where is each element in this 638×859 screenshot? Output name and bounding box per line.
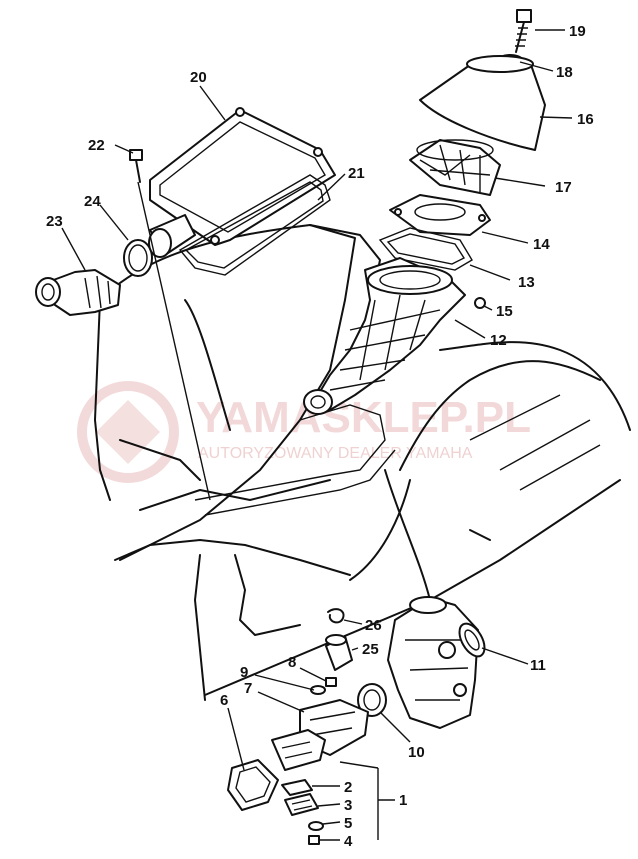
part-6-gasket <box>227 759 279 811</box>
callout-17: 17 <box>555 179 572 196</box>
part-11-gasket <box>458 622 486 658</box>
part-22-bolt <box>129 149 143 183</box>
part-3-reed <box>284 793 319 816</box>
carburetor-body <box>387 596 479 729</box>
part-19-bolt <box>515 9 532 53</box>
part-9-washer <box>310 685 326 695</box>
part-15-nut <box>474 297 486 309</box>
callout-23: 23 <box>46 213 63 230</box>
callout-8: 8 <box>288 654 296 671</box>
callout-16: 16 <box>577 111 594 128</box>
watermark-brand: YAMASKLEP.PL <box>196 393 531 442</box>
part-2-stopper <box>281 779 313 796</box>
callout-25: 25 <box>362 641 379 658</box>
watermark-tagline: AUTORYZOWANY DEALER YAMAHA <box>198 445 473 462</box>
callout-13: 13 <box>518 274 535 291</box>
part-14-plate <box>389 194 491 236</box>
callout-19: 19 <box>569 23 586 40</box>
airbox-outlet <box>148 214 196 258</box>
part-21-gasket <box>178 174 331 276</box>
callout-18: 18 <box>556 64 573 81</box>
callout-7: 7 <box>244 680 252 697</box>
part-24-hose-clamp <box>123 239 153 277</box>
callout-22: 22 <box>88 137 105 154</box>
part-4-screw <box>308 835 320 845</box>
part-5-washer <box>308 821 324 831</box>
part-12-intake-manifold <box>303 257 466 415</box>
callout-20: 20 <box>190 69 207 86</box>
part-17-flame-arrester <box>409 139 501 196</box>
watermark: YAMASKLEP.PL AUTORYZOWANY DEALER YAMAHA <box>77 381 531 483</box>
part-23-intake-duct <box>35 269 121 316</box>
callout-3: 3 <box>344 797 352 814</box>
callout-15: 15 <box>496 303 513 320</box>
callout-14: 14 <box>533 236 550 253</box>
hull-outline <box>94 224 631 701</box>
part-20-airbox-cover <box>149 107 336 246</box>
part-1-reed-valve-assembly <box>271 729 326 771</box>
callout-12: 12 <box>490 332 507 349</box>
callout-26: 26 <box>365 617 382 634</box>
callout-5: 5 <box>344 815 352 832</box>
part-8-screw <box>325 677 337 687</box>
callout-21: 21 <box>348 165 365 182</box>
part-16-flame-arrester-cover <box>419 55 546 151</box>
callout-1: 1 <box>399 792 407 809</box>
part-25-fitting <box>325 634 353 671</box>
callout-9: 9 <box>240 664 248 681</box>
callout-labels: 19 18 16 17 14 13 15 12 20 21 22 24 23 2… <box>46 23 594 850</box>
callout-2: 2 <box>344 779 352 796</box>
callout-6: 6 <box>220 692 228 709</box>
part-10-clamp <box>357 683 387 717</box>
callout-11: 11 <box>530 657 546 674</box>
part-26-clip <box>327 608 345 624</box>
callout-4: 4 <box>344 833 353 850</box>
leader-lines <box>61 29 573 841</box>
part-13-gasket <box>378 227 473 271</box>
callout-10: 10 <box>408 744 425 761</box>
callout-24: 24 <box>84 193 101 210</box>
